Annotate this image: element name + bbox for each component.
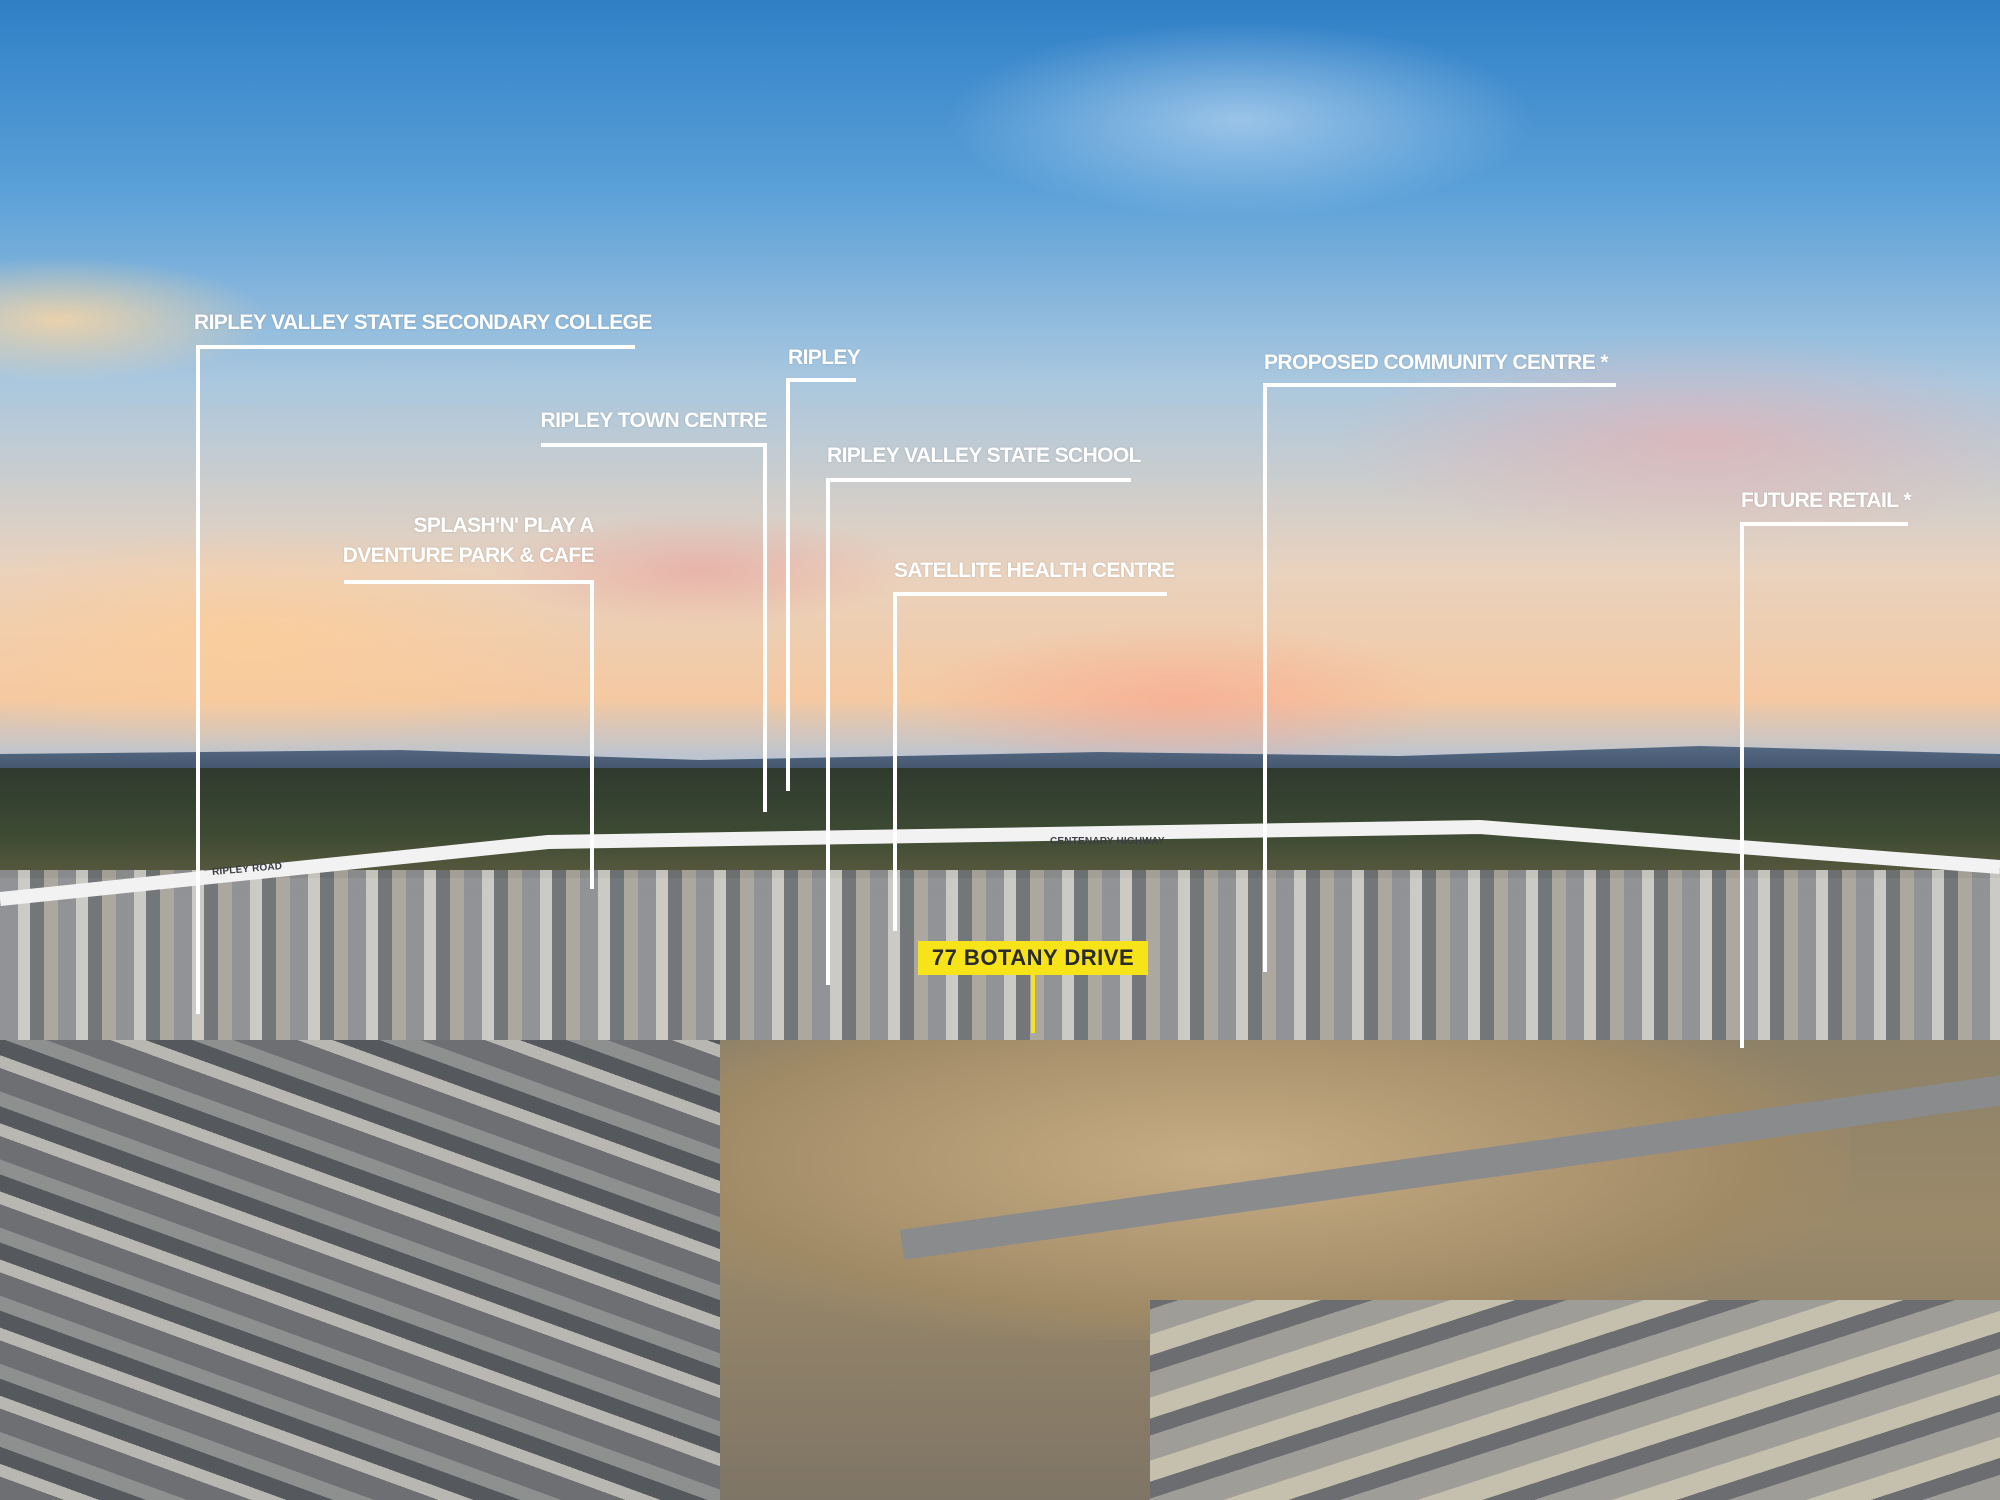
leader-community-centre bbox=[1263, 383, 1616, 972]
leader-town-centre bbox=[541, 443, 767, 812]
leader-secondary-college bbox=[196, 345, 635, 1014]
label-centenary-highway: CENTENARY HIGHWAY bbox=[1050, 836, 1165, 847]
leader-ripley bbox=[786, 378, 856, 791]
label-town-centre: RIPLEY TOWN CENTRE bbox=[540, 409, 768, 432]
leader-future-retail bbox=[1740, 522, 1908, 1048]
leader-health-centre bbox=[893, 592, 1167, 931]
label-community-centre: PROPOSED COMMUNITY CENTRE * bbox=[1264, 351, 1609, 374]
property-pin-stem bbox=[1031, 975, 1035, 1033]
property-address-badge: 77 BOTANY DRIVE bbox=[918, 941, 1148, 975]
label-splash-park-line1: SPLASH'N' PLAY A bbox=[413, 514, 595, 537]
label-splash-park-line2: DVENTURE PARK & CAFE bbox=[342, 544, 595, 567]
sky bbox=[0, 0, 2000, 760]
road-line bbox=[0, 819, 2000, 906]
housing-right bbox=[1150, 1300, 2000, 1500]
label-future-retail: FUTURE RETAIL * bbox=[1741, 489, 1911, 512]
housing-left bbox=[0, 1040, 720, 1500]
leader-splash-park bbox=[344, 580, 594, 889]
label-state-school: RIPLEY VALLEY STATE SCHOOL bbox=[827, 444, 1141, 467]
leader-state-school bbox=[826, 478, 1131, 985]
label-health-centre: SATELLITE HEALTH CENTRE bbox=[894, 559, 1175, 582]
label-secondary-college: RIPLEY VALLEY STATE SECONDARY COLLEGE bbox=[194, 311, 652, 334]
label-ripley: RIPLEY bbox=[788, 346, 861, 369]
